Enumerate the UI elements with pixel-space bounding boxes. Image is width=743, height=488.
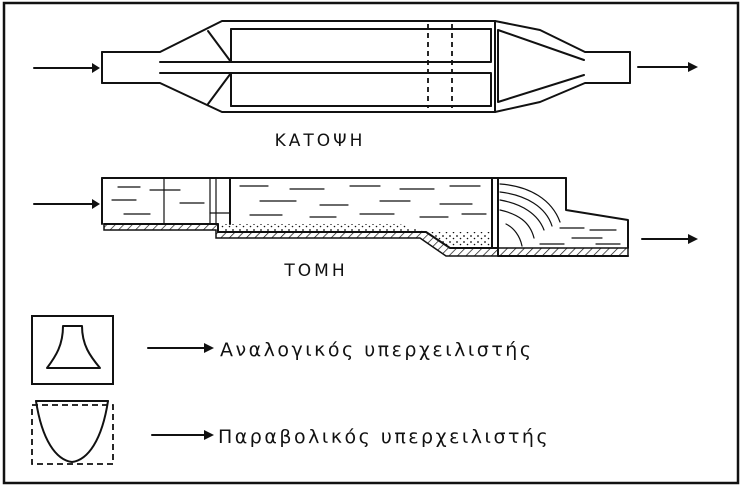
plan-view — [33, 20, 698, 113]
legend-arrow-parabolic — [204, 430, 214, 440]
water-strokes — [111, 185, 487, 218]
legend-arrow-proportional — [204, 343, 214, 353]
inlet-arrow-plan — [92, 63, 100, 73]
outlet-arrow-plan — [688, 62, 698, 72]
proportional-weir-icon — [46, 325, 101, 369]
inlet-arrow-section — [92, 199, 100, 209]
outlet-arrow-section — [688, 234, 698, 244]
parabolic-weir-label: Παραβολικός υπερχειλιστής — [218, 426, 550, 448]
parabolic-weir-icon — [35, 400, 109, 463]
plan-label: ΚΑΤΟΨΗ — [275, 131, 366, 151]
proportional-weir-box — [31, 315, 114, 385]
sand-deposit — [220, 224, 490, 248]
section-view — [33, 177, 698, 257]
weir-flow — [499, 183, 561, 247]
proportional-weir-label: Αναλογικός υπερχειλιστής — [220, 339, 533, 361]
section-label: ΤΟΜΗ — [283, 261, 347, 281]
parabolic-weir-box — [31, 404, 114, 465]
